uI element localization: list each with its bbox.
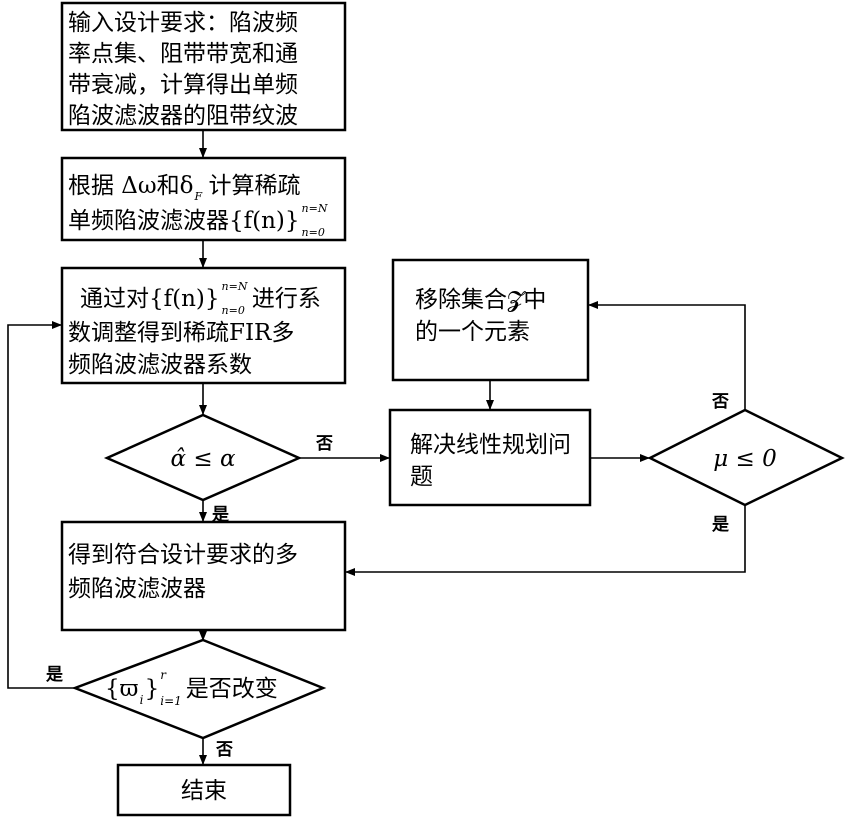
decision-text: α̂ ≤ α [171, 446, 236, 472]
node-sub: n=0 [302, 226, 325, 239]
edge-label-yes: 是 [712, 515, 729, 535]
node-text: 频陷波滤波器系数 [68, 352, 252, 378]
decision-mu: μ ≤ 0 [650, 410, 842, 505]
node-sup: n=N [302, 202, 328, 215]
node-sup: n=N [222, 280, 248, 293]
edge-label-no: 否 [315, 434, 333, 454]
node-solve-lp: 解决线性规划问 题 [390, 410, 590, 505]
node-text: 进行系 [252, 286, 321, 312]
edge-mu-yes [346, 505, 745, 572]
decision-sub: i=1 [160, 694, 182, 708]
node-text: 根据 Δω和δ [68, 173, 194, 199]
node-text: 数调整得到稀疏FIR多 [68, 320, 294, 346]
decision-math: {ϖ [105, 676, 139, 702]
node-text: 率点集、阻带带宽和通 [68, 41, 298, 67]
edge-label-yes: 是 [46, 665, 63, 685]
node-text: 通过对{f(n)} [80, 286, 220, 312]
node-remove: 移除集合𝓩中 的一个元素 [393, 260, 588, 380]
edge-label-yes: 是 [212, 505, 229, 525]
decision-alpha: α̂ ≤ α [107, 415, 299, 500]
node-text: 计算稀疏 [209, 173, 301, 199]
node-text: 解决线性规划问 [410, 432, 571, 458]
node-text: 单频陷波滤波器{f(n)} [68, 208, 300, 234]
edge-label-no: 否 [711, 392, 729, 412]
node-input: 输入设计要求：陷波频 率点集、阻带带宽和通 带衰减，计算得出单频 陷波滤波器的阻… [62, 3, 345, 130]
node-text: 题 [410, 464, 433, 490]
node-end: 结束 [118, 765, 290, 815]
node-text: 移除集合𝓩中 [415, 287, 546, 313]
decision-brace: } [145, 676, 160, 702]
node-text: 陷波滤波器的阻带纹波 [68, 103, 298, 129]
node-result: 得到符合设计要求的多 频陷波滤波器 [62, 522, 345, 630]
node-text: 的一个元素 [415, 319, 530, 345]
node-sparse: 根据 Δω和δ F 计算稀疏 单频陷波滤波器{f(n)} n=N n=0 [62, 158, 345, 240]
node-text: 频陷波滤波器 [68, 576, 206, 602]
decision-sub: i [140, 693, 144, 707]
decision-change: {ϖ i } r i=1 是否改变 [75, 640, 323, 738]
node-text: 得到符合设计要求的多 [68, 542, 298, 568]
node-sub: F [194, 190, 203, 203]
node-text: 结束 [181, 778, 227, 804]
decision-text: μ ≤ 0 [713, 446, 776, 472]
node-text: 输入设计要求：陷波频 [68, 10, 298, 36]
node-text: 带衰减，计算得出单频 [68, 72, 298, 98]
node-sub: n=0 [222, 304, 245, 317]
edge-label-no: 否 [215, 740, 233, 760]
node-adjust: 通过对{f(n)} n=N n=0 进行系 数调整得到稀疏FIR多 频陷波滤波器… [62, 268, 345, 383]
decision-text: 是否改变 [186, 676, 278, 702]
